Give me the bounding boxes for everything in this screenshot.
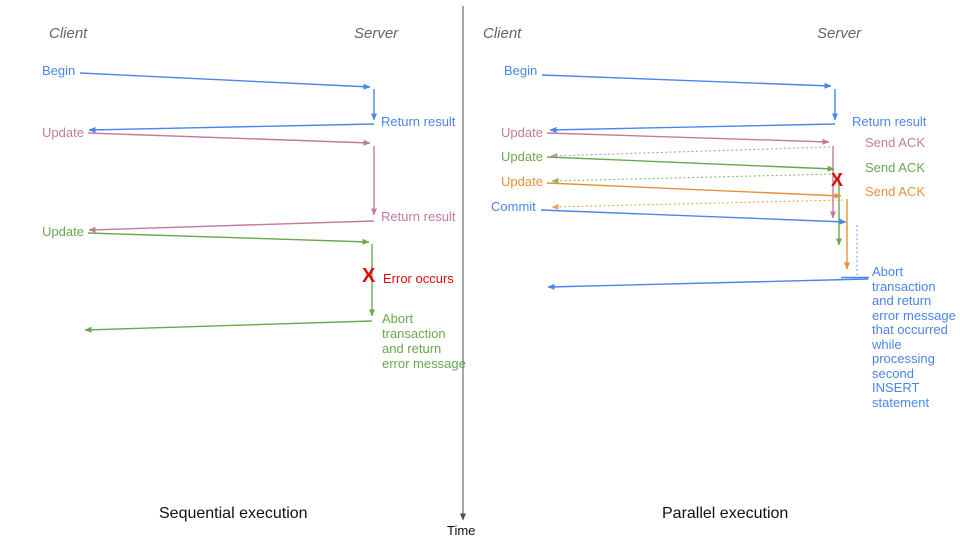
left-client-header: Client <box>49 25 88 42</box>
left-update-1-label: Update <box>42 125 84 140</box>
right-commit-request-arrow <box>540 209 847 225</box>
right-ack3-arrow <box>551 199 844 210</box>
right-client-header: Client <box>483 25 522 42</box>
left-abort-message: Abort transaction and return error messa… <box>382 311 466 371</box>
left-error-occurs-label: Error occurs <box>383 271 454 286</box>
sequential-execution-caption: Sequential execution <box>159 505 308 522</box>
left-server-header: Server <box>354 25 399 42</box>
right-abort-return-arrow <box>547 278 869 290</box>
right-update2-request-arrow <box>546 156 835 172</box>
right-send-ack-3-label: Send ACK <box>865 184 925 199</box>
left-update-2-label: Update <box>42 224 84 239</box>
left-abort-return-arrow <box>84 320 373 333</box>
right-update-3-label: Update <box>501 174 543 189</box>
left-error-x-icon: X <box>362 265 376 287</box>
right-send-ack-1-label: Send ACK <box>865 135 925 150</box>
right-begin-label: Begin <box>504 63 538 78</box>
right-update-2-label: Update <box>501 149 543 164</box>
right-error-x-icon: X <box>831 170 844 190</box>
right-server-header: Server <box>817 25 862 42</box>
right-ack2-arrow <box>551 173 836 184</box>
parallel-execution-caption: Parallel execution <box>662 505 789 522</box>
right-begin-request-arrow <box>541 74 832 89</box>
right-return-result-arrow <box>549 123 836 133</box>
right-return-result-label: Return result <box>852 114 927 129</box>
right-update-1-label: Update <box>501 125 543 140</box>
right-update1-request-arrow <box>546 132 830 145</box>
right-ack1-arrow <box>550 146 831 159</box>
right-abort-message: Abort transaction and return error messa… <box>872 264 956 410</box>
left-return-result-1-arrow <box>88 123 375 133</box>
right-commit-label: Commit <box>491 199 536 214</box>
left-return-result-2-arrow <box>88 220 375 233</box>
left-return-result-2-label: Return result <box>381 209 456 224</box>
left-update-request-arrow <box>87 132 371 146</box>
time-axis-label: Time <box>447 523 476 538</box>
left-begin-label: Begin <box>42 63 76 78</box>
left-update2-request-arrow <box>87 232 370 245</box>
left-return-result-1-label: Return result <box>381 114 456 129</box>
right-update3-request-arrow <box>546 182 842 199</box>
left-begin-request-arrow <box>79 72 371 90</box>
right-send-ack-2-label: Send ACK <box>865 160 925 175</box>
